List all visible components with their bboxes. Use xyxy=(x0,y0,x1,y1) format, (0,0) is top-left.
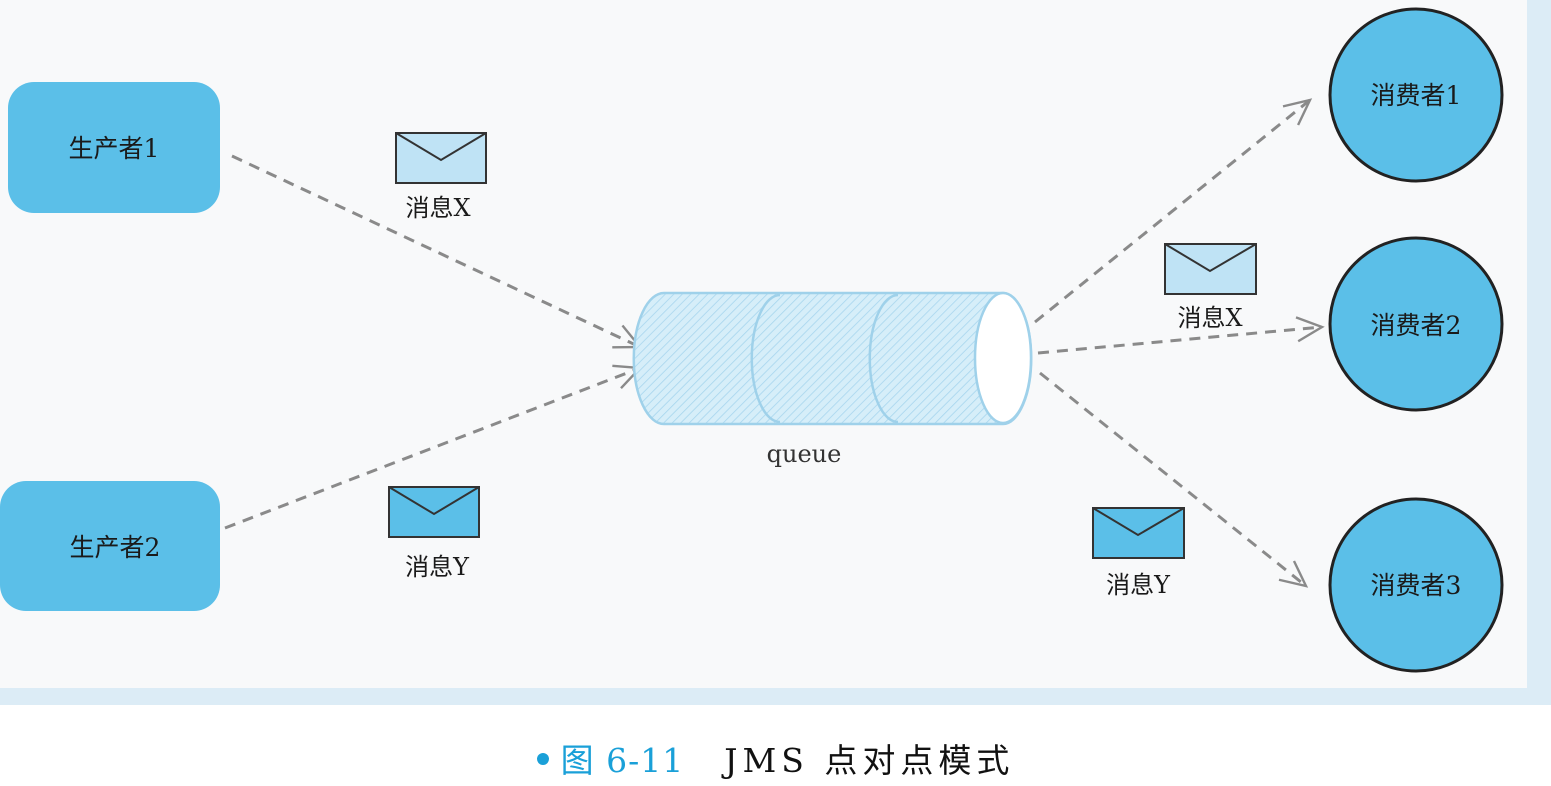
message-y-out-label: 消息Y xyxy=(1106,571,1171,599)
consumer-1: 消费者1 xyxy=(1328,7,1504,183)
figure-number: 图 6-11 xyxy=(560,741,685,780)
bullet-icon xyxy=(536,753,549,765)
producer-2: 生产者2 xyxy=(0,481,220,611)
envelope-icon xyxy=(395,132,487,184)
envelope-icon xyxy=(1164,243,1257,295)
message-x-in: 消息X xyxy=(395,132,487,222)
frame-edge-bottom xyxy=(0,688,1551,705)
arrow-queue-to-consumer1 xyxy=(1034,98,1313,324)
envelope-icon xyxy=(388,486,480,538)
message-x-out: 消息X xyxy=(1164,243,1257,332)
queue-cylinder: queue xyxy=(632,291,1033,468)
consumer-2: 消费者2 xyxy=(1328,236,1504,412)
queue-segment-divider xyxy=(750,293,781,424)
consumer-2-label: 消费者2 xyxy=(1371,311,1462,340)
queue-opening xyxy=(973,291,1033,425)
frame-edge-right xyxy=(1527,0,1551,705)
jms-point-to-point-diagram: 生产者1 生产者2 queue 消费者1 消费者2 消费者3 消息X xyxy=(0,7,1504,673)
figure-caption: 图 6-11 JMS 点对点模式 xyxy=(0,734,1551,784)
consumer-3: 消费者3 xyxy=(1328,497,1504,673)
message-x-out-label: 消息X xyxy=(1177,304,1242,332)
envelope-icon xyxy=(1092,507,1185,559)
queue-segment-divider xyxy=(868,293,899,424)
arrow-producer2-to-queue xyxy=(224,364,643,530)
message-x-in-label: 消息X xyxy=(405,194,470,222)
queue-label: queue xyxy=(767,440,842,468)
producer-1: 生产者1 xyxy=(8,82,220,213)
consumer-1-label: 消费者1 xyxy=(1371,81,1462,110)
message-y-out: 消息Y xyxy=(1092,507,1185,599)
message-y-in-label: 消息Y xyxy=(405,553,470,581)
producer-1-label: 生产者1 xyxy=(69,134,160,163)
arrow-producer1-to-queue xyxy=(231,154,643,349)
consumer-3-label: 消费者3 xyxy=(1371,571,1462,600)
figure-title: JMS 点对点模式 xyxy=(724,741,1015,780)
message-y-in: 消息Y xyxy=(388,486,480,581)
arrow-queue-to-consumer2 xyxy=(1037,316,1325,355)
producer-2-label: 生产者2 xyxy=(70,533,161,562)
